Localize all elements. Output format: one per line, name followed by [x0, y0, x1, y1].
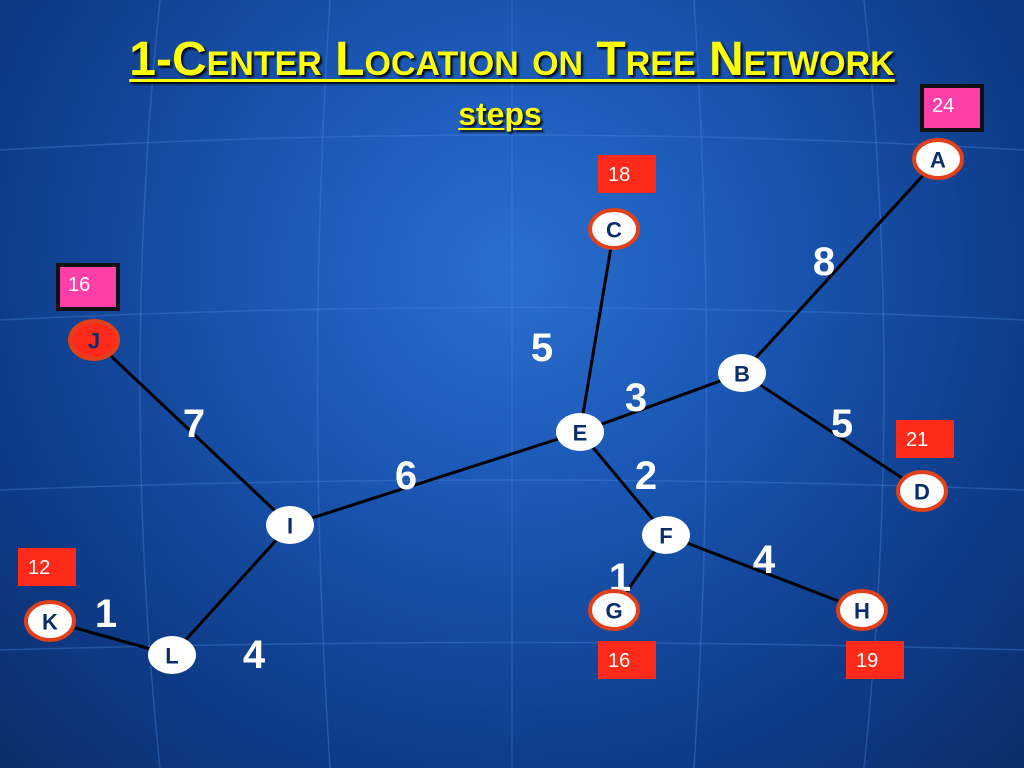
nodes-layer: A B C D E F G H I J K L	[24, 138, 964, 674]
node-label: J	[88, 329, 100, 354]
edge-weight-e-f: 2	[635, 454, 657, 498]
distance-box-label: 12	[28, 557, 50, 579]
node-circle	[836, 589, 888, 631]
edge-weight-c-e: 5	[531, 326, 553, 370]
title-container: 1-Center Location on Tree Network	[0, 30, 1024, 90]
node-label: D	[914, 480, 930, 505]
node-label: C	[606, 218, 622, 243]
subtitle-container: steps	[0, 96, 1000, 133]
node-g[interactable]: G	[588, 589, 640, 631]
distance-box: 18	[598, 155, 656, 193]
edge-c-e	[578, 228, 616, 433]
edge-weight-i-j: 7	[183, 402, 205, 446]
node-d[interactable]: D	[896, 470, 948, 512]
edge-e-i	[289, 430, 581, 527]
distance-box-bg	[846, 641, 904, 679]
edge-b-e	[579, 371, 743, 434]
slide-subtitle: steps	[458, 96, 542, 132]
edge-weight-a-b: 8	[813, 240, 835, 284]
distance-box-label: 18	[608, 164, 630, 186]
node-i[interactable]: I	[266, 506, 314, 544]
edge-i-j	[92, 338, 292, 527]
node-circle	[588, 208, 640, 250]
edge-weight-b-d: 5	[831, 402, 853, 446]
node-label: G	[605, 599, 622, 624]
distance-box-bg	[598, 641, 656, 679]
node-label: L	[165, 644, 178, 669]
node-label: K	[42, 610, 58, 635]
node-c[interactable]: C	[588, 208, 640, 250]
distance-box-bg	[920, 84, 984, 132]
node-label: A	[930, 148, 946, 173]
node-circle	[68, 319, 120, 361]
distance-box-label: 16	[608, 650, 630, 672]
node-circle	[896, 470, 948, 512]
edge-e-f	[578, 431, 668, 536]
edges-layer	[49, 157, 940, 657]
node-label: B	[734, 362, 750, 387]
node-label: F	[659, 524, 672, 549]
edge-i-l	[170, 523, 292, 657]
distance-box: 16	[598, 641, 656, 679]
distance-box-label: 19	[856, 650, 878, 672]
node-circle	[148, 636, 196, 674]
distance-box: 19	[846, 641, 904, 679]
distance-box-label: 21	[906, 429, 928, 451]
node-label: I	[287, 514, 293, 539]
edge-a-b	[740, 157, 940, 375]
node-e[interactable]: E	[556, 413, 604, 451]
node-a[interactable]: A	[912, 138, 964, 180]
edge-b-d	[741, 371, 923, 493]
slide-title: 1-Center Location on Tree Network	[129, 33, 895, 86]
distance-box-label: 16	[68, 274, 90, 296]
node-circle	[642, 516, 690, 554]
edge-labels-layer: 8 5 3 5 2 1 4 6 7 4 1	[95, 240, 853, 677]
edge-weight-k-l: 1	[95, 592, 117, 636]
node-circle	[718, 354, 766, 392]
distance-box-label: 24	[932, 95, 954, 117]
distance-box: 21	[896, 420, 954, 458]
edge-f-h	[665, 533, 863, 612]
distance-box: 16	[56, 263, 120, 311]
node-j[interactable]: J	[68, 319, 120, 361]
node-circle	[556, 413, 604, 451]
edge-weight-f-h: 4	[753, 538, 776, 582]
distance-box-bg	[896, 420, 954, 458]
distance-box-bg	[18, 548, 76, 586]
node-circle	[588, 589, 640, 631]
node-circle	[24, 600, 76, 642]
edge-weight-b-e: 3	[625, 376, 647, 420]
distance-box-bg	[56, 263, 120, 311]
node-b[interactable]: B	[718, 354, 766, 392]
node-l[interactable]: L	[148, 636, 196, 674]
edge-weight-i-l: 4	[243, 633, 266, 677]
edge-weight-f-g: 1	[609, 556, 631, 600]
node-label: H	[854, 599, 870, 624]
distance-box: 24	[920, 84, 984, 132]
node-h[interactable]: H	[836, 589, 888, 631]
node-circle	[912, 138, 964, 180]
node-circle	[266, 506, 314, 544]
node-f[interactable]: F	[642, 516, 690, 554]
edge-weight-e-i: 6	[395, 454, 417, 498]
node-k[interactable]: K	[24, 600, 76, 642]
distance-box-bg	[598, 155, 656, 193]
distance-box: 12	[18, 548, 76, 586]
node-label: E	[573, 421, 588, 446]
